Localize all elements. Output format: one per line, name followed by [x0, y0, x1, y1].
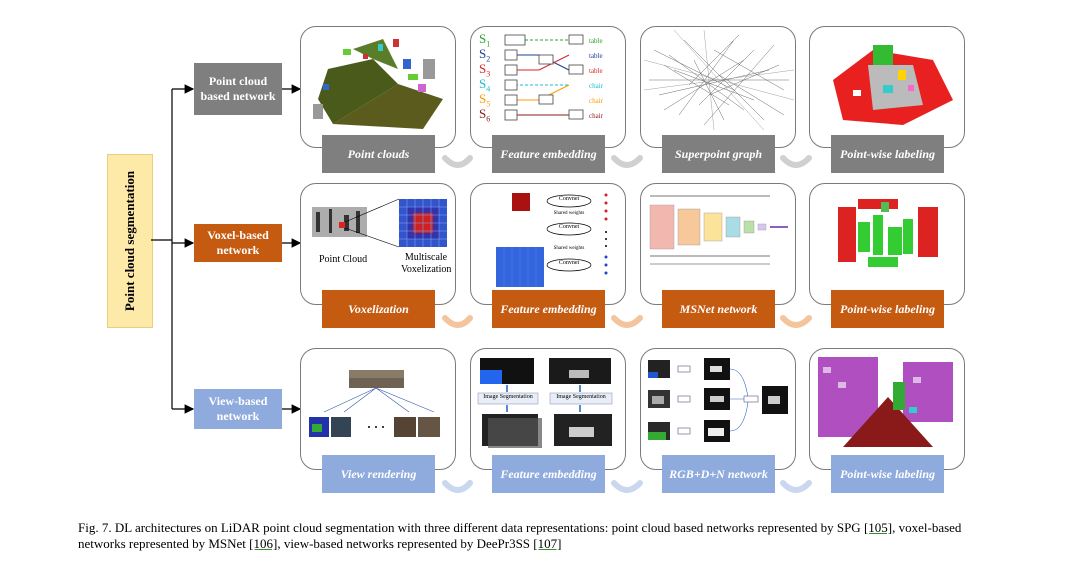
- figure-caption: Fig. 7. DL architectures on LiDAR point …: [78, 520, 1008, 552]
- shared-weights-label: Shared weights: [553, 246, 585, 251]
- curve-r1-3: [780, 155, 812, 168]
- stage-label-text: Voxelization: [348, 301, 409, 316]
- card-pointwise-labeling-2: Point-wise labeling: [809, 183, 965, 328]
- segment-label-6: S6: [479, 106, 491, 124]
- segment-labels: S1 S2 S3 S4 S5 S6: [479, 31, 501, 124]
- card-pointwise-labeling-1: Point-wise labeling: [809, 26, 965, 173]
- msnet-diagram: [649, 195, 788, 265]
- category-label: View-based network: [208, 394, 268, 423]
- card-point-clouds: Point clouds: [300, 26, 456, 173]
- spg-diagram: S1 S2 S3 S4 S5 S6 table table table chai…: [479, 31, 619, 131]
- card-view-rendering: View rendering: [300, 348, 456, 493]
- stage-label-text: RGB+D+N network: [669, 466, 768, 481]
- class-label: table: [589, 52, 603, 60]
- view-rendering-image: [309, 370, 440, 437]
- superpoint-graph-image: [644, 30, 794, 130]
- category-label: Point cloud based network: [200, 74, 276, 103]
- curve-r2-3: [780, 315, 812, 328]
- curve-r1-1: [442, 155, 473, 168]
- stage-label: Feature embedding: [492, 290, 605, 328]
- point-cloud-image: [313, 39, 443, 129]
- curve-r3-1: [442, 480, 473, 493]
- citation-link[interactable]: [105]: [863, 520, 893, 535]
- stage-label-text: View rendering: [340, 466, 417, 481]
- convnet-label: Convnet: [558, 196, 580, 202]
- stage-label: Point-wise labeling: [831, 135, 944, 173]
- stage-label-text: Point-wise labeling: [839, 146, 935, 161]
- segment-label-2: S2: [479, 46, 491, 64]
- segment-label-3: S3: [479, 61, 491, 79]
- stage-label-text: MSNet network: [679, 301, 758, 316]
- class-label: chair: [589, 112, 603, 120]
- point-cloud-caption: Point Cloud: [319, 254, 368, 265]
- curve-r1-2: [611, 155, 643, 168]
- stage-label-text: Point-wise labeling: [839, 301, 935, 316]
- convnet-label: Convnet: [558, 260, 580, 266]
- category-point-cloud: Point cloud based network: [194, 63, 282, 115]
- caption-text: Fig. 7. DL architectures on LiDAR point …: [78, 520, 864, 535]
- category-label: Voxel-based network: [207, 228, 269, 257]
- curve-r2-2: [611, 315, 643, 328]
- category-view: View-based network: [194, 389, 282, 429]
- stage-label-text: Point clouds: [347, 146, 410, 161]
- voxel-labeled-image: [833, 199, 943, 277]
- image-segmentation-diagram: [477, 358, 613, 448]
- card-voxelization: Point Cloud Multiscale Voxelization Voxe…: [300, 183, 456, 328]
- stage-label: Voxelization: [322, 290, 435, 328]
- voxelization-image: [312, 198, 447, 248]
- stage-label: Point-wise labeling: [831, 290, 944, 328]
- stage-label: MSNet network: [662, 290, 775, 328]
- stage-label: Feature embedding: [492, 455, 605, 493]
- category-voxel: Voxel-based network: [194, 224, 282, 262]
- view-labeled-image: [818, 357, 953, 447]
- stage-label-text: Superpoint graph: [674, 146, 763, 161]
- card-feature-embedding-3: Image Segmentation Image Segmentation Fe…: [470, 348, 626, 493]
- voxel-caption: Multiscale Voxelization: [401, 252, 451, 276]
- convnet-label: Convnet: [558, 224, 580, 230]
- stage-label: Feature embedding: [492, 135, 605, 173]
- card-rgbdn-network: RGB+D+N network: [640, 348, 796, 493]
- stage-label: Point-wise labeling: [831, 455, 944, 493]
- caption-text: , voxel-based networks represented by MS…: [78, 520, 962, 551]
- curve-r3-2: [611, 480, 643, 493]
- convnet-diagram: [496, 193, 608, 287]
- spg-lines: [504, 34, 584, 121]
- citation-link[interactable]: [106]: [249, 536, 278, 551]
- image-segmentation-label: Image Segmentation: [556, 394, 606, 400]
- voxelization-text: Voxelization: [401, 264, 452, 275]
- class-label: table: [589, 67, 603, 75]
- labeled-point-cloud-image: [833, 45, 953, 125]
- card-msnet: MSNet network: [640, 183, 796, 328]
- class-label: chair: [589, 97, 603, 105]
- stage-label: Point clouds: [322, 135, 435, 173]
- image-segmentation-label: Image Segmentation: [483, 394, 533, 400]
- segment-label-1: S1: [479, 31, 491, 49]
- multiscale-text: Multiscale: [404, 252, 448, 263]
- card-superpoint-graph: Superpoint graph: [640, 26, 796, 173]
- class-labels: table table table chair chair chair: [589, 34, 619, 124]
- stage-label: View rendering: [322, 455, 435, 493]
- curve-r3-3: [780, 480, 812, 493]
- class-label: chair: [589, 82, 603, 90]
- stage-label-text: Feature embedding: [500, 301, 597, 316]
- caption-text: , view-based networks represented by Dee…: [277, 536, 534, 551]
- stage-label-text: Feature embedding: [500, 466, 597, 481]
- shared-weights-label: Shared weights: [553, 211, 585, 216]
- citation-link[interactable]: [107]: [533, 536, 562, 551]
- root-category-box: Point cloud segmentation: [107, 154, 153, 328]
- stage-label: RGB+D+N network: [662, 455, 775, 493]
- card-feature-embedding-1: S1 S2 S3 S4 S5 S6 table table table chai…: [470, 26, 626, 173]
- stage-label-text: Feature embedding: [500, 146, 597, 161]
- segment-label-5: S5: [479, 91, 491, 109]
- card-pointwise-labeling-3: Point-wise labeling: [809, 348, 965, 493]
- card-feature-embedding-2: Convnet Shared weights Convnet Shared we…: [470, 183, 626, 328]
- class-label: table: [589, 37, 603, 45]
- stage-label: Superpoint graph: [662, 135, 775, 173]
- segment-label-4: S4: [479, 76, 491, 94]
- rgbdn-diagram: [648, 358, 788, 442]
- stage-label-text: Point-wise labeling: [839, 466, 935, 481]
- curve-r2-1: [442, 315, 473, 328]
